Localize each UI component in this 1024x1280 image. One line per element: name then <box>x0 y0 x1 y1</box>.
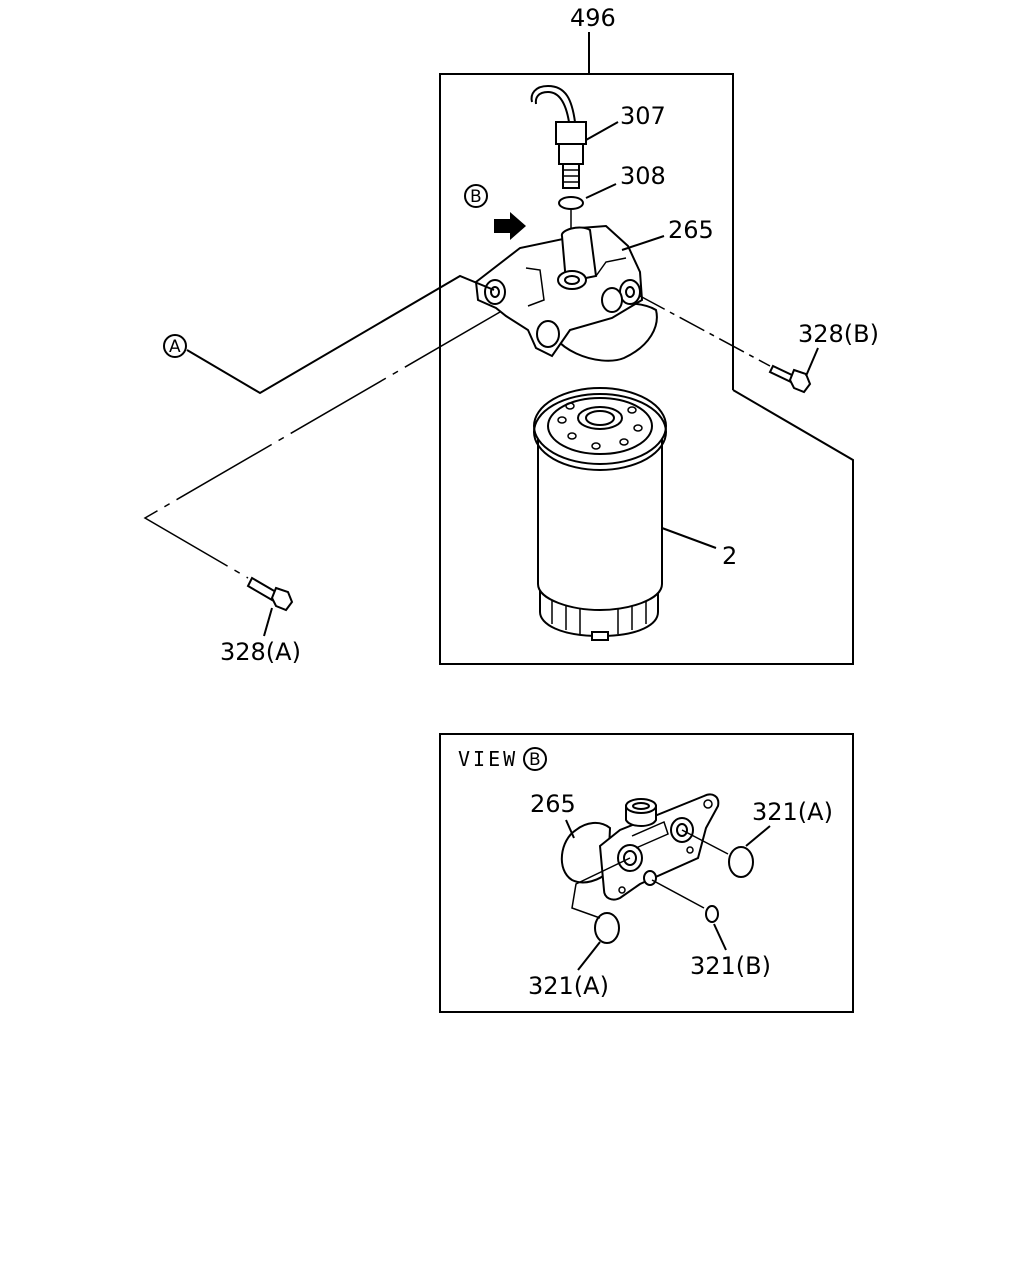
label-2: 2 <box>722 542 737 570</box>
view-direction-arrow <box>494 212 526 240</box>
view-b-filter-head <box>560 793 720 901</box>
view-b-label-321b: 321(B) <box>690 952 771 980</box>
label-307: 307 <box>620 102 666 130</box>
leader-308 <box>585 183 617 199</box>
view-b-leader-321a-right <box>745 825 771 847</box>
label-496: 496 <box>570 4 616 32</box>
view-b-leader-265 <box>565 819 575 839</box>
label-328a: 328(A) <box>220 638 301 666</box>
label-265: 265 <box>668 216 714 244</box>
sensor-307 <box>530 84 587 189</box>
leader-328b <box>805 347 819 377</box>
o-ring-321a-bottom <box>594 912 620 944</box>
view-b-marker: B <box>464 184 488 208</box>
view-b-axis-small <box>651 879 705 909</box>
o-ring-321a-right <box>728 846 754 878</box>
ref-a-leader <box>186 274 495 395</box>
svg-text:B: B <box>529 750 541 770</box>
leader-307 <box>585 121 619 141</box>
view-b-leader-321a-bottom <box>577 941 601 971</box>
bolt-328a <box>246 576 294 612</box>
svg-text:B: B <box>470 187 482 207</box>
filter-element-2 <box>533 387 667 641</box>
view-b-frame <box>439 733 854 1013</box>
view-b-title-marker: B <box>523 747 547 771</box>
filter-head-265 <box>474 224 658 362</box>
svg-text:A: A <box>169 337 181 357</box>
o-ring-308 <box>558 196 584 210</box>
o-ring-321b <box>705 905 719 923</box>
bolt-b-axis <box>639 295 771 367</box>
bolt-a-axis <box>143 311 501 579</box>
view-b-axis-bottom <box>571 857 631 919</box>
leader-2 <box>661 527 717 549</box>
label-328b: 328(B) <box>798 320 879 348</box>
view-b-label-321a-bottom: 321(A) <box>528 972 609 1000</box>
view-b-title: VIEW <box>458 747 518 771</box>
leader-265 <box>621 235 665 251</box>
assembly-frame <box>439 73 854 665</box>
label-308: 308 <box>620 162 666 190</box>
ref-a-marker: A <box>163 334 187 358</box>
bolt-328b <box>768 364 812 394</box>
view-b-label-321a-right: 321(A) <box>752 798 833 826</box>
view-b-label-265: 265 <box>530 790 576 818</box>
view-b-leader-321b <box>713 923 727 951</box>
leader-328a <box>263 607 273 637</box>
view-b-axis-right <box>681 829 729 855</box>
